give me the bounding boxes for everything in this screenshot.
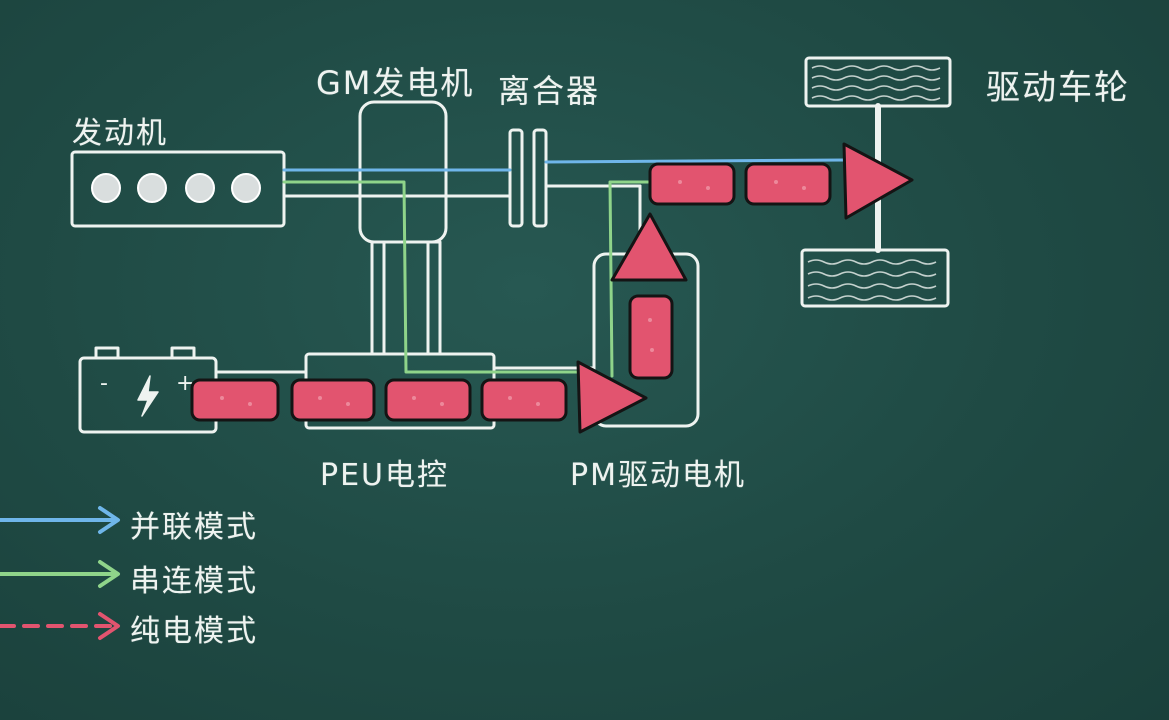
electric-flow-arrow [842, 142, 914, 220]
legend-series-label: 串连模式 [130, 564, 258, 599]
electric-flow-segment [480, 378, 568, 422]
engine-cylinder [137, 173, 167, 203]
battery-minus: - [100, 371, 108, 396]
chalk-speck [412, 396, 416, 400]
generator-box [358, 100, 448, 244]
battery-terminal-right [170, 346, 196, 360]
drive-wheel-label: 驱动车轮 [986, 68, 1130, 108]
electric-flow-segment [744, 162, 832, 206]
electric-flow-arrow [610, 212, 688, 282]
chalk-speck [346, 402, 350, 406]
wheel-top [804, 56, 952, 108]
electric-mode-flow [190, 142, 914, 434]
chalk-speck [536, 402, 540, 406]
engine-block [70, 150, 286, 228]
electric-flow-segment [648, 162, 736, 206]
battery-bolt-icon [137, 375, 159, 417]
legend-electric-label: 纯电模式 [130, 614, 258, 649]
electric-flow-arrow [576, 360, 648, 434]
chalk-speck [678, 180, 682, 184]
chalk-speck [220, 396, 224, 400]
chalk-speck [706, 186, 710, 190]
series-mode-path [282, 180, 650, 378]
generator-peu-link-right [426, 240, 442, 356]
engine-cylinder [91, 173, 121, 203]
electric-flow-segment [384, 378, 472, 422]
chalk-speck [650, 348, 654, 352]
chalk-speck [508, 396, 512, 400]
battery-plus: + [176, 371, 194, 396]
battery-terminal-left [94, 346, 120, 360]
electric-flow-segment [190, 378, 280, 422]
peu-label: PEU电控 [320, 458, 450, 493]
electric-flow-segment [628, 294, 674, 380]
electric-flow-segment [290, 378, 376, 422]
pm-motor-label: PM驱动电机 [570, 458, 746, 493]
chalk-speck [318, 396, 322, 400]
wheel-bottom [800, 248, 950, 308]
engine-label: 发动机 [72, 116, 168, 151]
chalk-speck [248, 402, 252, 406]
generator-label: GM发电机 [316, 64, 475, 102]
chalk-speck [648, 318, 652, 322]
engine-cylinder [231, 173, 261, 203]
legend-parallel-label: 并联模式 [130, 510, 258, 545]
legend-electric-line [0, 612, 120, 640]
clutch-plate-left [508, 128, 524, 228]
legend-series-line [0, 560, 120, 588]
chalk-speck [774, 180, 778, 184]
wheel-tread [807, 65, 941, 301]
clutch-plate-right [532, 128, 548, 228]
legend-parallel-line [0, 506, 120, 534]
generator-peu-link-left [370, 240, 386, 356]
parallel-mode-path [282, 158, 848, 172]
chalk-speck [802, 186, 806, 190]
engine-cylinder [185, 173, 215, 203]
chalk-speck [440, 402, 444, 406]
clutch-label: 离合器 [498, 72, 601, 110]
